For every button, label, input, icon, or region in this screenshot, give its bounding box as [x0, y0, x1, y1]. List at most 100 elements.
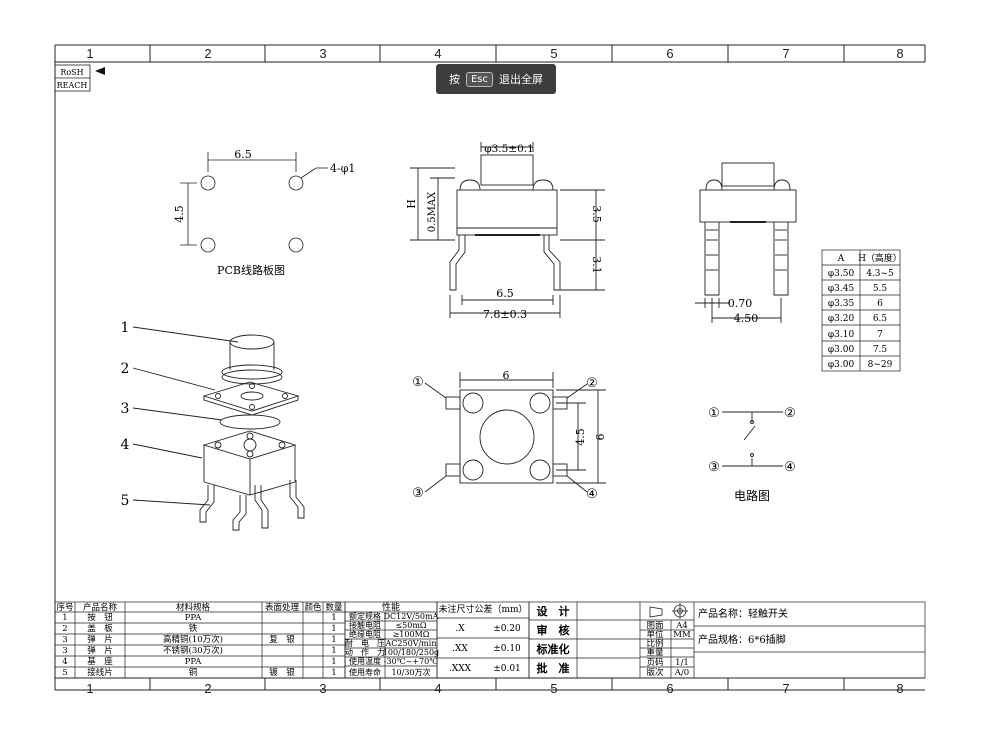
circuit-diagram: [722, 411, 783, 467]
bom-r0-mat: PPA: [185, 613, 203, 623]
bottom-ruler-labels: 1 2 3 4 5 6 7 8: [86, 681, 903, 696]
tolerance-text: 未注尺寸公差（mm） .X ±0.20 .XX ±0.10 .XXX ±0.01: [438, 603, 527, 674]
pcb-dim-width: 6.5: [234, 148, 252, 161]
projection-symbol-icon: [649, 603, 688, 619]
approval-table: [528, 601, 640, 679]
tb-v-0: A4: [675, 621, 688, 631]
top-ruler: [54, 44, 926, 690]
tolerance-table: [436, 601, 530, 679]
ruler-bottom-col-3: 3: [319, 681, 326, 696]
approval-standard: 标准化: [536, 642, 570, 656]
bom-r1-mat: 铁: [189, 623, 198, 634]
title-block: [639, 601, 926, 679]
approval-text: 设 计 审 核 标准化 批 准: [536, 604, 570, 675]
exit-fullscreen-hint[interactable]: 按 Esc 退出全屏: [436, 64, 556, 94]
bom-r5-mat: 铜: [189, 667, 198, 678]
bom-r2-fin: 复 银: [269, 634, 295, 645]
tb-k-3: 重量: [646, 647, 664, 658]
bom-h-color: 颜色: [304, 602, 322, 613]
bom-r4-qty: 1: [331, 657, 336, 667]
pcb-layout: [180, 152, 328, 253]
bom-r2-mat: 高精铜(10万次): [163, 634, 223, 645]
top-pin-2: ②: [586, 376, 598, 391]
ruler-col-3: 3: [319, 46, 326, 61]
top-pin-3: ③: [412, 486, 424, 501]
perf-v-0: DC12V/50mA: [384, 612, 439, 621]
front-dim-h: H: [405, 199, 418, 209]
bom-r0-qty: 1: [331, 613, 336, 623]
top-dim-6-right: 6: [594, 434, 607, 441]
side-dim-070: 0.70: [728, 297, 753, 310]
bom-table: [54, 601, 346, 679]
title-fields: 图面 A4 单位 MM 比例 重量 页码 1/1 版次 A/0: [646, 621, 691, 678]
height-col-h: H（高度）: [858, 252, 902, 264]
front-dim-35: 3.5: [590, 205, 603, 223]
front-view: [410, 142, 605, 318]
height-h-3: 6.5: [873, 314, 888, 324]
ruler-col-6: 6: [666, 46, 673, 61]
bom-r0-name: 按 钮: [87, 612, 113, 623]
height-a-3: φ3.20: [828, 314, 855, 324]
esc-key-icon[interactable]: Esc: [465, 71, 494, 87]
perf-v-3: AC250V/min: [385, 639, 437, 648]
part-label-4: 4: [121, 437, 130, 453]
ruler-col-5: 5: [550, 46, 557, 61]
bom-r1-name: 盖 板: [87, 623, 113, 634]
part-label-1: 1: [121, 320, 130, 336]
height-col-a: A: [837, 254, 845, 264]
bom-r5-fin: 镀 银: [269, 667, 295, 678]
perf-k-6: 使用寿命: [349, 667, 381, 677]
perf-k-5: 使用温度: [349, 656, 381, 666]
bom-r4-name: 基 座: [87, 656, 113, 667]
height-a-1: φ3.45: [828, 284, 855, 294]
ruler-col-1: 1: [86, 46, 93, 61]
front-dim-31: 3.1: [590, 256, 603, 274]
height-a-2: φ3.35: [828, 299, 855, 309]
bom-text: 序号 产品名称 材料规格 表面处理 颜色 数量 1 按 钮 PPA 1 2 盖 …: [56, 602, 343, 678]
perf-k-4: 动 作 力: [345, 647, 385, 657]
ruler-bottom-col-8: 8: [896, 681, 903, 696]
bom-r4-no: 4: [62, 657, 67, 667]
tb-v-1: MM: [673, 630, 691, 640]
tol-v-2: ±0.01: [493, 664, 521, 674]
tb-v-5: A/0: [674, 668, 689, 678]
top-dim-6: 6: [503, 369, 510, 382]
tol-v-1: ±0.10: [493, 644, 521, 654]
circuit-pins: ① ② ③ ④: [708, 406, 796, 475]
performance-text: 性能 额定规格 DC12V/50mA 接触电阻 ≤50mΩ 绝缘电阻 ≥100M…: [345, 601, 439, 677]
exit-fullscreen-label: 退出全屏: [499, 73, 544, 86]
tol-header: 未注尺寸公差（mm）: [438, 603, 527, 615]
height-h-2: 6: [877, 299, 883, 309]
side-dim-450: 4.50: [734, 312, 759, 325]
circuit-pin-3: ③: [708, 460, 720, 475]
perf-k-2: 绝缘电阻: [349, 629, 381, 639]
circuit-pin-1: ①: [708, 406, 720, 421]
tb-k-2: 比例: [646, 638, 663, 649]
perf-v-4: 100/180/250g: [383, 648, 439, 657]
perf-v-5: -30℃~+70℃: [384, 657, 438, 666]
approval-approve: 批 准: [537, 661, 570, 675]
exploded-labels: 1 2 3 4 5: [121, 320, 130, 509]
bom-r3-mat: 不锈钢(30万次): [163, 645, 223, 656]
ruler-bottom-col-6: 6: [666, 681, 673, 696]
bom-r5-name: 接线片: [87, 667, 113, 678]
perf-k-3: 耐 电 压: [345, 638, 385, 648]
press-label: 按: [448, 73, 460, 86]
product-spec: 产品规格：6*6插脚: [698, 633, 786, 646]
ruler-bottom-col-5: 5: [550, 681, 557, 696]
bom-r1-qty: 1: [331, 624, 336, 634]
bom-r1-no: 2: [62, 624, 67, 634]
top-pin-4: ④: [586, 487, 598, 502]
perf-header: 性能: [382, 601, 400, 613]
height-a-0: φ3.50: [828, 269, 855, 279]
top-view: [424, 372, 606, 493]
bom-r0-no: 1: [62, 613, 67, 623]
bom-r3-name: 弹 片: [87, 645, 113, 656]
ruler-col-2: 2: [204, 46, 211, 61]
ruler-bottom-col-1: 1: [86, 681, 93, 696]
compliance-box: RoSH REACH: [54, 64, 105, 92]
perf-k-0: 额定规格: [349, 611, 381, 621]
tb-v-4: 1/1: [675, 658, 689, 668]
bom-r5-no: 5: [62, 668, 67, 678]
